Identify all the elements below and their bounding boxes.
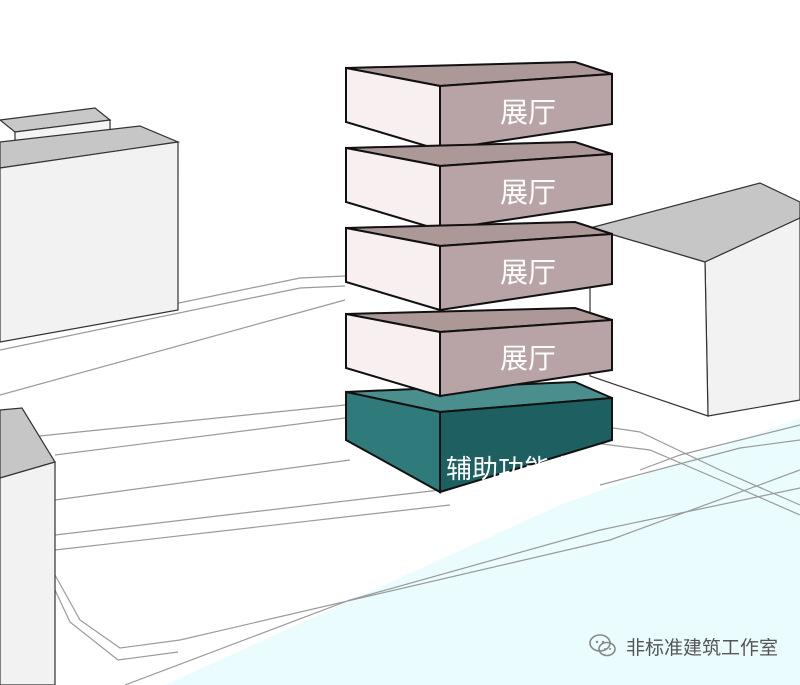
base-block: 辅助功能空间: [345, 380, 613, 494]
floor-side: [439, 72, 613, 152]
floor-block: 展厅: [345, 220, 613, 312]
building-right: [587, 182, 800, 417]
floor-side: [439, 318, 613, 398]
watermark: 非标准建筑工作室: [588, 631, 778, 661]
water-area: [165, 418, 800, 685]
floor-label: 展厅: [500, 96, 556, 129]
building-left-back: [0, 107, 112, 143]
building-left-bottom: [0, 407, 56, 685]
floor-block: 展厅: [345, 140, 613, 232]
base-side: [439, 396, 613, 494]
floor-side: [439, 232, 613, 312]
floor-block: 展厅: [345, 60, 613, 152]
floor-label: 展厅: [500, 256, 556, 289]
floor-side: [439, 152, 613, 232]
building-left-main: [0, 125, 181, 343]
wechat-logo-icon: [589, 634, 616, 657]
watermark-text: 非标准建筑工作室: [625, 636, 778, 659]
floor-label: 展厅: [500, 176, 556, 209]
ground-lines: [0, 275, 800, 685]
floor-block: 展厅: [345, 306, 613, 398]
floor-label: 展厅: [500, 342, 556, 375]
base-label: 辅助功能空间: [446, 455, 602, 485]
